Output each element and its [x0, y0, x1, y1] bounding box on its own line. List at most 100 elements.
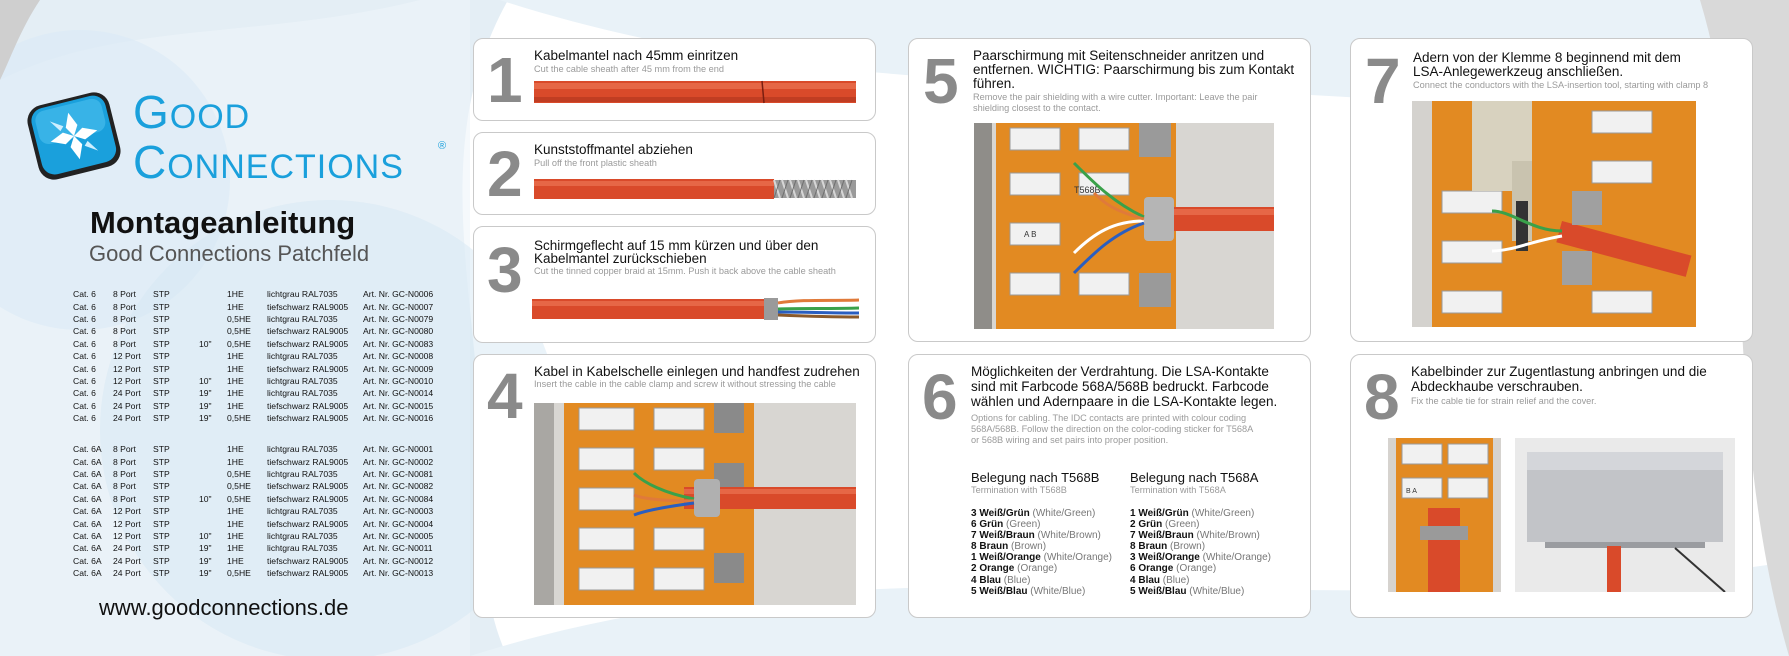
step-text-en-line1: Options for cabling. The IDC contacts ar…: [971, 413, 1247, 423]
parts-cell: Cat. 6: [73, 375, 96, 386]
parts-cell: Cat. 6A: [73, 456, 102, 467]
step-text-en-line3: or 568B wiring and set pairs into proper…: [971, 435, 1169, 445]
wiring-subtitle-t568a: Termination with T568A: [1130, 485, 1226, 495]
pin-color-en: (White/Green): [1032, 508, 1096, 519]
parts-cell: Cat. 6A: [73, 493, 102, 504]
parts-cell: tiefschwarz RAL9005: [267, 518, 349, 529]
parts-cell: 8 Port: [113, 326, 136, 337]
parts-cell: STP: [153, 388, 170, 399]
parts-cell: 24 Port: [113, 388, 141, 399]
pin-number: 3: [971, 508, 977, 519]
parts-cell: Art. Nr. GC-N0014: [363, 388, 434, 399]
parts-cell: STP: [153, 530, 170, 541]
parts-cell: 10": [199, 375, 212, 386]
step-text-en: Cut the cable sheath after 45 mm from th…: [534, 64, 724, 74]
wiring-pin-row: 4 Blau (Blue): [1130, 575, 1271, 586]
wiring-pin-row: 8 Braun (Brown): [1130, 541, 1271, 552]
step-text-de-line2: sind mit Farbcode 568A/568B bedruckt. Fa…: [971, 379, 1269, 394]
parts-cell: 1HE: [227, 301, 244, 312]
pin-color-en: (White/Green): [1191, 508, 1255, 519]
pin-color-de: Weiß/Orange: [979, 552, 1041, 564]
parts-cell: [199, 505, 227, 517]
parts-cell: tiefschwarz RAL9005: [267, 338, 349, 349]
logo-cap-c: C: [133, 136, 168, 188]
parts-cell: 19": [199, 568, 212, 579]
brand-logo-text: GOOD CONNECTIONS: [133, 89, 404, 190]
pin-color-de: Weiß/Blau: [1138, 585, 1187, 597]
parts-cell: 1HE: [227, 375, 244, 386]
parts-cell: Cat. 6A: [73, 530, 102, 541]
parts-cell: 10": [199, 493, 212, 504]
wiring-title-t568a: Belegung nach T568A: [1130, 470, 1259, 485]
cable-photo-step-1: [534, 80, 856, 104]
logo-word-good: OOD: [169, 98, 251, 136]
parts-cell: 19": [199, 555, 212, 566]
parts-cell: lichtgrau RAL7035: [267, 506, 338, 517]
pin-number: 4: [1130, 574, 1136, 586]
parts-cell: Art. Nr. GC-N0080: [363, 326, 434, 337]
parts-cell: 1HE: [227, 351, 244, 362]
parts-cell: STP: [153, 289, 170, 300]
parts-cell: STP: [153, 351, 170, 362]
parts-cell: STP: [153, 568, 170, 579]
parts-cell: 12 Port: [113, 363, 141, 374]
parts-cell: Art. Nr. GC-N0007: [363, 301, 434, 312]
parts-cell: lichtgrau RAL7035: [267, 388, 338, 399]
parts-cell: Art. Nr. GC-N0012: [363, 555, 434, 566]
parts-cell: Cat. 6: [73, 313, 96, 324]
website-url: www.goodconnections.de: [99, 595, 349, 620]
pin-color-de: Braun: [979, 541, 1009, 553]
parts-cell: 8 Port: [113, 493, 136, 504]
parts-cell: 1HE: [227, 400, 244, 411]
step-text-de-line1: Kabelbinder zur Zugentlastung anbringen …: [1411, 364, 1707, 379]
step-text-en-line2: 568A/568B. Follow the direction on the c…: [971, 424, 1254, 434]
pin-color-de: Orange: [1138, 563, 1174, 575]
ba-photo-label: B A: [1406, 488, 1417, 495]
parts-cell: tiefschwarz RAL9005: [267, 301, 349, 312]
parts-cell: STP: [153, 518, 170, 529]
pin-color-en: (Brown): [1011, 541, 1047, 553]
parts-cell: 0,5HE: [227, 568, 251, 579]
parts-cell: 0,5HE: [227, 493, 251, 504]
step-text-de: Kunststoffmantel abziehen: [534, 142, 693, 157]
parts-cell: 1HE: [227, 388, 244, 399]
parts-cell: Art. Nr. GC-N0084: [363, 493, 434, 504]
parts-cell: 1HE: [227, 518, 244, 529]
parts-cell: Art. Nr. GC-N0008: [363, 351, 434, 362]
pin-number: 5: [971, 585, 977, 597]
pin-color-en: (Brown): [1170, 541, 1206, 553]
parts-cell: STP: [153, 338, 170, 349]
parts-cell: Art. Nr. GC-N0002: [363, 456, 434, 467]
wiring-pin-row: 6 Grün (Green): [971, 519, 1112, 530]
step-2-panel: 2 Kunststoffmantel abziehen Pull off the…: [473, 132, 876, 215]
step-text-de-line2: LSA-Anlegewerkzeug anschließen.: [1413, 64, 1624, 79]
parts-cell: tiefschwarz RAL9005: [267, 400, 349, 411]
parts-cell: 0,5HE: [227, 481, 251, 492]
parts-cell: 12 Port: [113, 530, 141, 541]
wiring-list-t568a: Belegung nach T568A Termination with T56…: [1130, 470, 1271, 597]
step-text-de-line1: Schirmgeflecht auf 15 mm kürzen und über…: [534, 238, 819, 253]
parts-cell: Art. Nr. GC-N0081: [363, 468, 434, 479]
step-5-panel: 5 Paarschirmung mit Seitenschneider anri…: [908, 38, 1311, 342]
parts-cell: tiefschwarz RAL9005: [267, 326, 349, 337]
parts-cell: Cat. 6A: [73, 518, 102, 529]
parts-cell: 19": [199, 400, 212, 411]
pin-number: 8: [971, 541, 977, 553]
pin-color-de: Weiß/Blau: [979, 585, 1028, 597]
parts-cell: 0,5HE: [227, 326, 251, 337]
page-subtitle: Good Connections Patchfeld: [89, 241, 370, 266]
parts-cell: lichtgrau RAL7035: [267, 375, 338, 386]
parts-cell: Art. Nr. GC-N0015: [363, 400, 434, 411]
step-text-de-line2: Abdeckhaube verschrauben.: [1411, 379, 1583, 394]
cover-photo-step-8: [1515, 438, 1735, 592]
